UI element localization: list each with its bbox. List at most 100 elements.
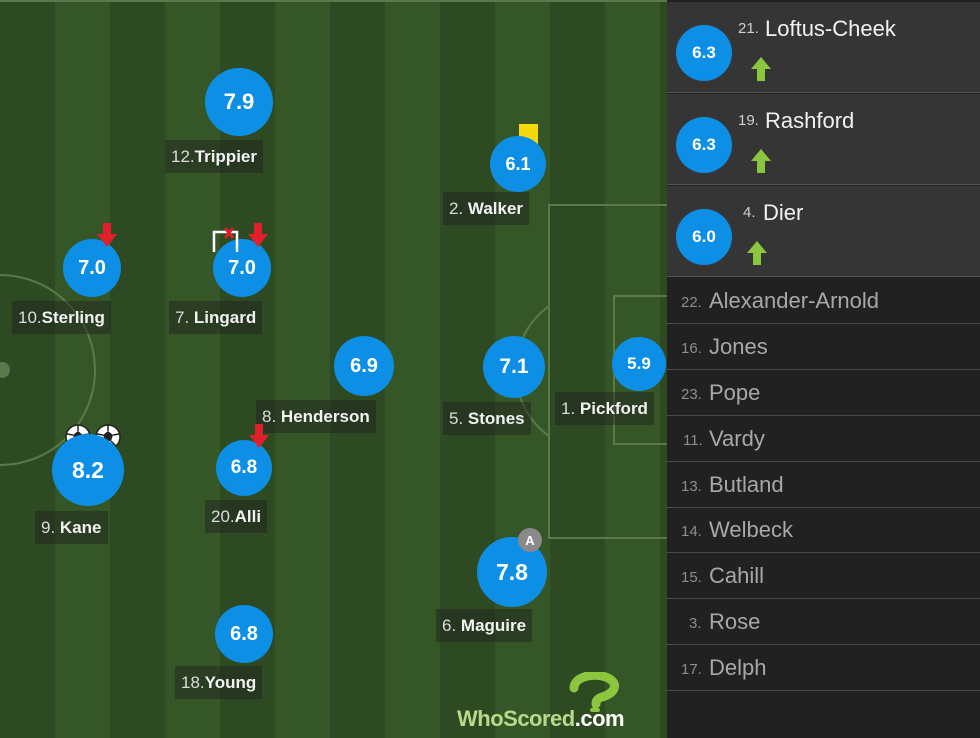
player-name: Welbeck	[709, 517, 793, 542]
player-name: Alli	[234, 507, 262, 526]
player-rating: 6.1	[490, 136, 546, 192]
bench-row[interactable]: 3. Rose	[667, 599, 980, 645]
player-name-label: 2. Walker	[443, 192, 530, 225]
player-rating: 7.9	[205, 68, 273, 136]
player-rating: 7.0	[63, 239, 121, 297]
shirt-number: 22.	[681, 294, 702, 311]
player-name: Sterling	[41, 308, 105, 327]
shirt-number: 12.	[171, 147, 195, 166]
player-name: Pickford	[579, 399, 648, 418]
shirt-number: 11.	[683, 432, 703, 449]
logo-word: WhoScored	[457, 706, 575, 731]
whoscored-logo: WhoScored.com	[455, 672, 665, 732]
shirt-number: 16.	[681, 340, 702, 357]
shirt-number: 4.	[743, 204, 756, 221]
center-circle	[0, 274, 96, 466]
substitute-row[interactable]: 6.3 21. Loftus-Cheek	[667, 2, 980, 93]
center-spot	[0, 362, 10, 378]
player-name: Henderson	[280, 407, 370, 426]
substitute-row[interactable]: 6.0 4. Dier	[667, 186, 980, 277]
player-rating: 6.0	[676, 209, 732, 265]
shirt-number: 19.	[738, 112, 759, 129]
player-name-label: 1. Pickford	[555, 392, 654, 425]
player-name-label: 10.Sterling	[12, 301, 111, 334]
shirt-number: 5.	[449, 409, 464, 428]
player-rating: 8.2	[52, 434, 124, 506]
player-name-label: 8. Henderson	[256, 400, 376, 433]
shirt-number: 6.	[442, 616, 457, 635]
shirt-number: 17.	[681, 661, 702, 678]
bench-row[interactable]: 22. Alexander-Arnold	[667, 278, 980, 324]
shirt-number: 10.	[18, 308, 42, 327]
player-name-label: 7. Lingard	[169, 301, 263, 334]
player-rating: 6.8	[216, 440, 272, 496]
question-mark-icon	[569, 672, 619, 712]
shirt-number: 9.	[41, 518, 56, 537]
player-name: Young	[204, 673, 257, 692]
player-name-label: 6. Maguire	[436, 609, 533, 642]
shirt-number: 1.	[561, 399, 576, 418]
player-rating: 7.1	[483, 336, 545, 398]
player-name: Loftus-Cheek	[765, 16, 896, 41]
subbed-on-icon	[751, 57, 771, 81]
shirt-number: 14.	[681, 523, 702, 540]
player-name: Cahill	[709, 563, 765, 588]
bench-row[interactable]: 23. Pope	[667, 370, 980, 416]
player-name: Vardy	[709, 426, 765, 451]
assist-icon: A	[518, 528, 542, 552]
player-name-label: 18.Young	[175, 666, 263, 699]
subbed-on-icon	[747, 241, 767, 265]
subbed-on-icon	[751, 149, 771, 173]
player-name: Trippier	[194, 147, 257, 166]
bench-row[interactable]: 11. Vardy	[667, 416, 980, 462]
logo-suffix: .com	[574, 706, 625, 731]
player-name: Dier	[763, 200, 804, 225]
player-name: Maguire	[460, 616, 527, 635]
shirt-number: 23.	[681, 386, 702, 403]
substitute-row[interactable]: 6.3 19. Rashford	[667, 94, 980, 185]
player-name: Jones	[709, 334, 768, 359]
bench-row[interactable]: 13. Butland	[667, 462, 980, 508]
player-name: Pope	[709, 380, 761, 405]
player-name: Delph	[709, 655, 767, 680]
player-rating: 7.0	[213, 239, 271, 297]
shirt-number: 8.	[262, 407, 277, 426]
player-rating: 6.3	[676, 117, 732, 173]
player-name: Kane	[59, 518, 102, 537]
player-name-label: 9. Kane	[35, 511, 108, 544]
player-name: Lingard	[193, 308, 257, 327]
shirt-number: 21.	[738, 20, 759, 37]
shirt-number: 7.	[175, 308, 190, 327]
player-rating: 6.9	[334, 336, 394, 396]
substitutes-panel: 6.3 21. Loftus-Cheek 6.3 19. Rashford 6.…	[667, 0, 980, 738]
player-rating: 6.8	[215, 605, 273, 663]
player-name-label: 12.Trippier	[165, 140, 263, 173]
pitch: 7.9 12.Trippier 6.1 2. Walker 7.0 10.Ste…	[0, 0, 667, 738]
player-name-label: 20.Alli	[205, 500, 268, 533]
player-name: Butland	[709, 472, 784, 497]
subbed-off-icon	[97, 223, 117, 247]
player-name: Alexander-Arnold	[709, 288, 879, 313]
player-name: Walker	[467, 199, 524, 218]
shirt-number: 2.	[449, 199, 464, 218]
shirt-number: 18.	[181, 673, 205, 692]
missed-chance-icon	[212, 227, 239, 252]
subbed-off-icon	[248, 223, 268, 247]
logo-wordmark: WhoScored.com	[457, 706, 625, 732]
player-name-label: 5. Stones	[443, 402, 531, 435]
shirt-number: 3.	[689, 615, 702, 632]
shirt-number: 15.	[681, 569, 702, 586]
bench-row[interactable]: 14. Welbeck	[667, 507, 980, 553]
player-rating: 5.9	[612, 337, 666, 391]
bench-row[interactable]: 16. Jones	[667, 324, 980, 370]
subbed-off-icon	[249, 424, 269, 448]
bench-row[interactable]: 17. Delph	[667, 645, 980, 691]
shirt-number: 13.	[681, 478, 702, 495]
player-name: Stones	[467, 409, 525, 428]
penalty-area	[548, 204, 667, 539]
player-name: Rose	[709, 609, 761, 634]
bench-row[interactable]: 15. Cahill	[667, 553, 980, 599]
player-rating: 6.3	[676, 25, 732, 81]
player-name: Rashford	[765, 108, 855, 133]
shirt-number: 20.	[211, 507, 235, 526]
